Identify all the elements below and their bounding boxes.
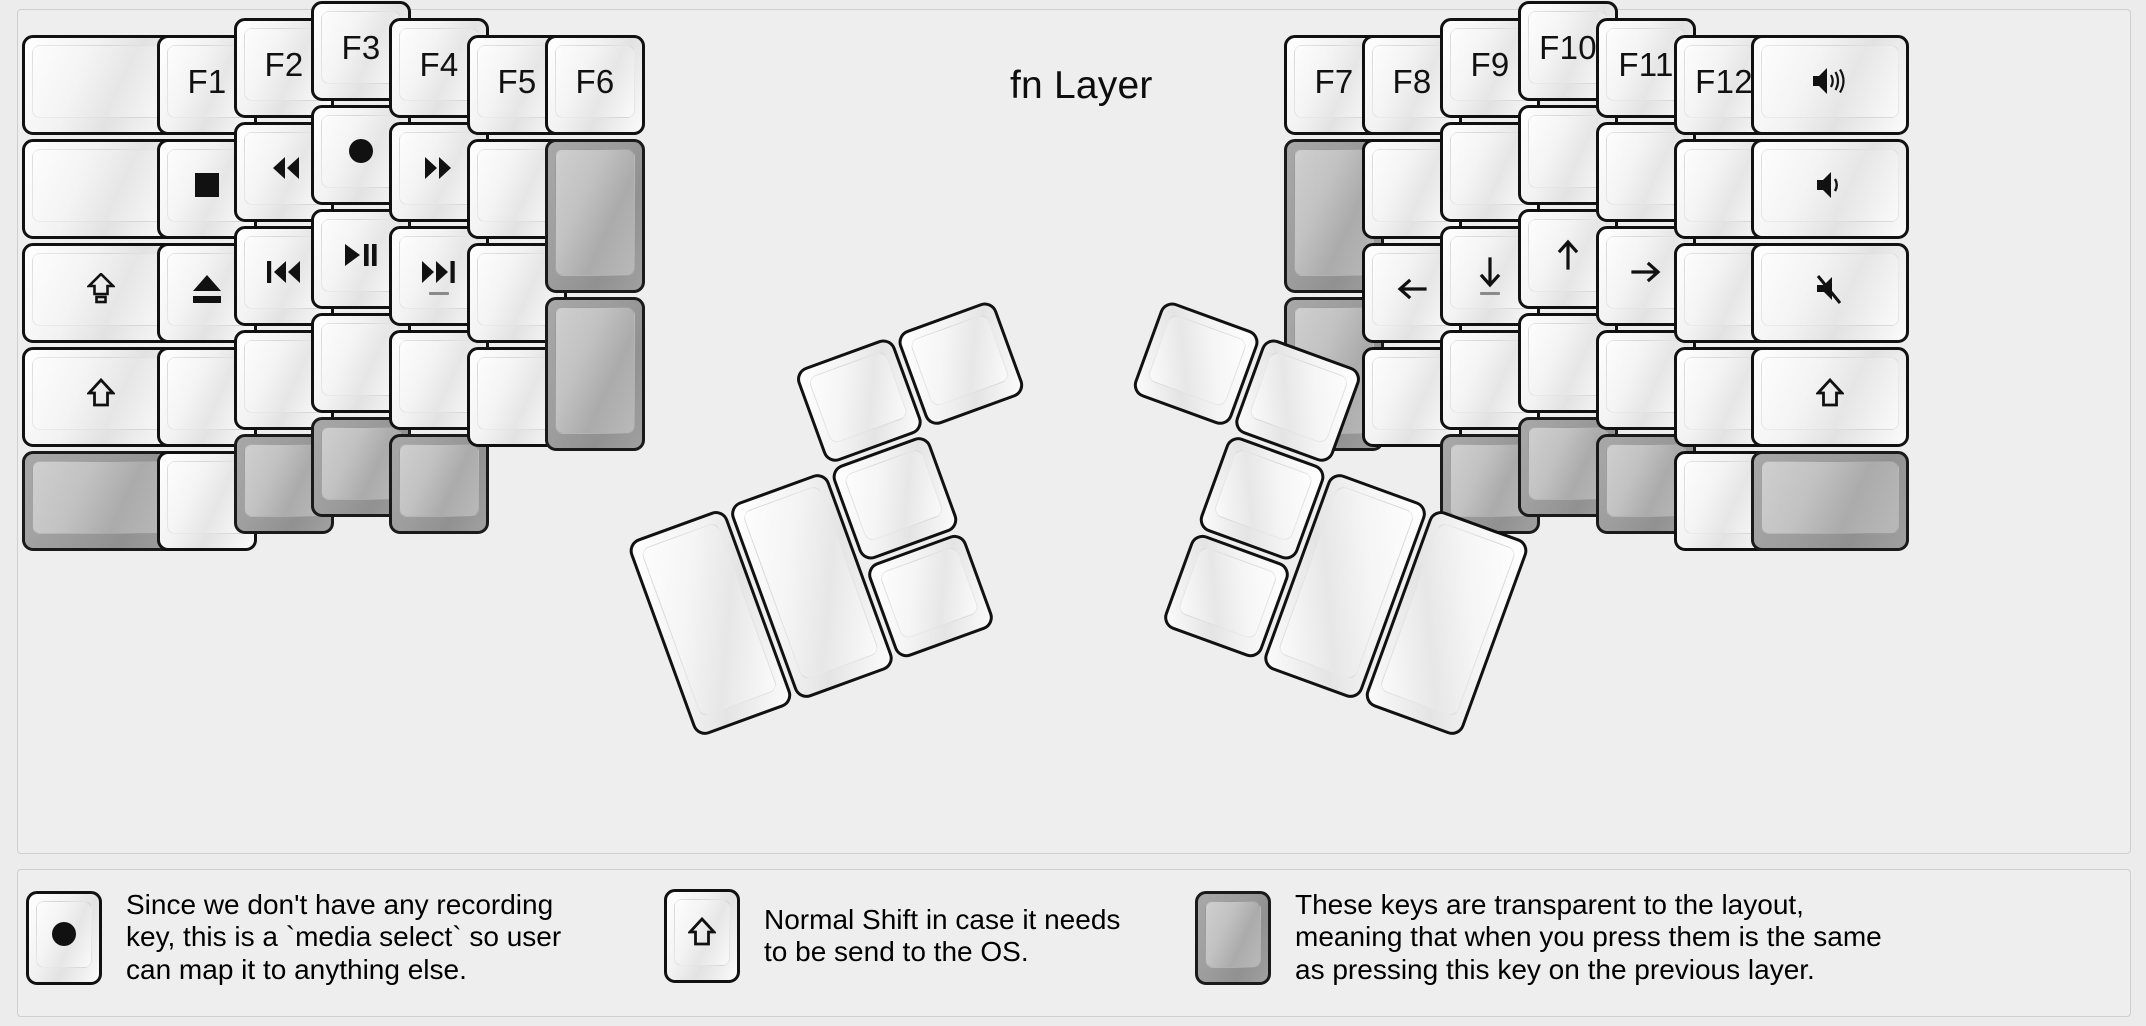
- keycap-surface: [1248, 349, 1350, 445]
- stop-icon: [193, 171, 221, 199]
- keycap-surface: [32, 461, 170, 534]
- legend-item-3: These keys are transparent to the layout…: [1195, 889, 1882, 986]
- legend-item-2: Normal Shift in case it needs to be send…: [664, 889, 1120, 983]
- key-label: F9: [1470, 45, 1510, 83]
- volume-mute-icon: [1815, 273, 1845, 305]
- keycap-surface: [32, 149, 170, 222]
- keycap-surface: [908, 312, 1011, 408]
- keycap-surface: [1212, 447, 1314, 543]
- legend-item-1: Since we don't have any recording key, t…: [26, 889, 561, 986]
- keyboard-panel: fn Layer F1 F2 F3 F4 F5 F6 F7 F8 F9 F10 F11 F12: [17, 1, 2131, 854]
- volume-up-icon: [1811, 65, 1849, 97]
- caps-shift-icon: [87, 273, 115, 305]
- fast-forward-icon: [422, 156, 456, 180]
- key-label: F8: [1392, 62, 1432, 100]
- rewind-icon: [266, 156, 302, 180]
- keycap-surface: [555, 307, 635, 434]
- shift-arrow-icon: [87, 378, 115, 408]
- key-label: F5: [497, 62, 537, 100]
- shift-arrow-icon: [688, 917, 716, 947]
- volume-down-icon: [1815, 169, 1845, 201]
- secondary-mark-icon: [429, 292, 449, 295]
- key-label: F11: [1618, 45, 1674, 83]
- record-circle-icon: [50, 920, 78, 948]
- legend-text-1: Since we don't have any recording key, t…: [126, 889, 562, 985]
- keycap-surface: [1205, 900, 1261, 968]
- play-pause-icon: [343, 243, 379, 267]
- prev-track-icon: [265, 260, 303, 284]
- right-key-outer-pinky-3[interactable]: [1751, 243, 1909, 343]
- arrow-left-icon: [1395, 276, 1429, 302]
- left-key-inner-2[interactable]: [545, 139, 645, 293]
- keycap-surface: [843, 447, 945, 543]
- page-title: fn Layer: [1010, 64, 1153, 107]
- right-key-outer-pinky-4[interactable]: [1751, 347, 1909, 447]
- left-key-inner-3[interactable]: [545, 297, 645, 451]
- key-label: F2: [264, 45, 304, 83]
- legend-panel: Since we don't have any recording key, t…: [17, 869, 2131, 1017]
- record-circle-icon: [347, 137, 375, 165]
- secondary-mark-icon: [1480, 292, 1500, 295]
- legend-key-3: [1195, 890, 1271, 985]
- legend-key-1: [26, 890, 102, 985]
- left-key-inner-1[interactable]: F6: [545, 35, 645, 135]
- keycap-surface: [555, 149, 635, 276]
- right-key-outer-pinky-2[interactable]: [1751, 139, 1909, 239]
- keycap-surface: [878, 545, 980, 641]
- next-track-icon: [420, 260, 458, 284]
- eject-icon: [191, 273, 223, 305]
- key-label: F7: [1314, 62, 1354, 100]
- legend-text-3: These keys are transparent to the layout…: [1295, 889, 1882, 985]
- key-label: F6: [575, 62, 615, 100]
- keycap-surface: [1177, 545, 1279, 641]
- keycap-surface: [807, 349, 909, 445]
- shift-arrow-icon: [1816, 378, 1844, 408]
- keycap-surface: [32, 45, 170, 118]
- key-label: F3: [341, 28, 381, 66]
- legend-key-2: [664, 889, 740, 983]
- key-label: F10: [1539, 28, 1597, 66]
- arrow-right-icon: [1629, 259, 1663, 285]
- key-label: F1: [187, 62, 227, 100]
- keycap-surface: [399, 444, 479, 517]
- keycap-surface: [1146, 312, 1249, 408]
- left-key-index-5[interactable]: [389, 434, 489, 534]
- arrow-down-icon: [1477, 255, 1503, 289]
- keycap-surface: [674, 899, 730, 966]
- right-key-outer-pinky-1[interactable]: [1751, 35, 1909, 135]
- key-label: F4: [419, 45, 459, 83]
- arrow-up-icon: [1555, 238, 1581, 272]
- keycap-surface: [1761, 461, 1899, 534]
- key-label: F12: [1695, 62, 1753, 100]
- legend-text-2: Normal Shift in case it needs to be send…: [764, 903, 1121, 967]
- right-key-outer-pinky-5[interactable]: [1751, 451, 1909, 551]
